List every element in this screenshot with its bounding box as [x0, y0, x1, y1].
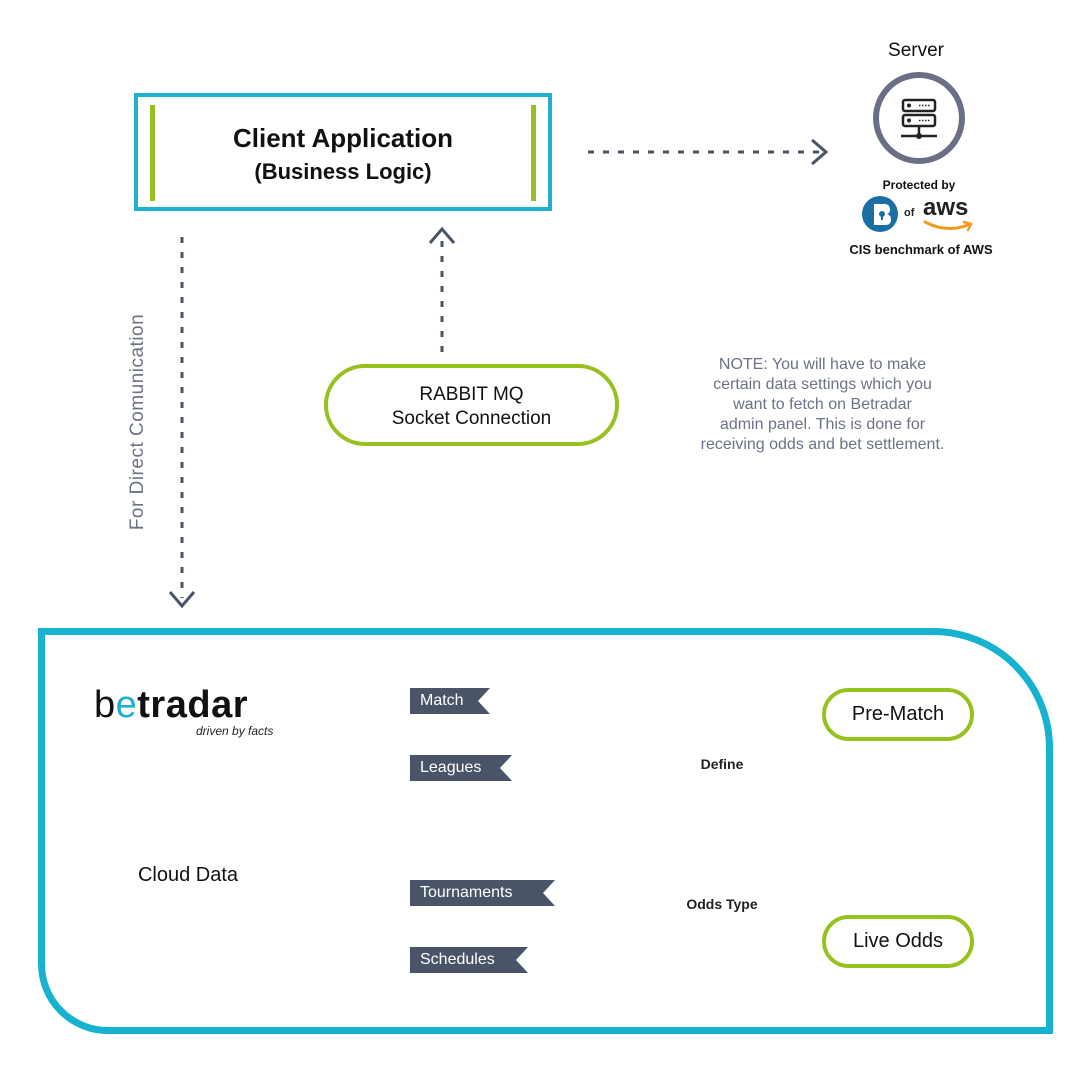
betradar-logo: betradar: [94, 684, 248, 727]
aws-logo-text: aws: [923, 194, 969, 221]
client-subtitle: (Business Logic): [254, 159, 432, 184]
logo-accent: e: [115, 684, 138, 726]
tag-leagues: Leagues: [410, 755, 512, 781]
define-label: Define: [700, 756, 744, 772]
direct-communication-label: For Direct Comunication: [127, 313, 148, 531]
of-label: of: [904, 207, 915, 219]
security-badge-icon: [862, 196, 898, 232]
note-line: admin panel. This is done for: [719, 416, 926, 433]
logo-prefix: b: [94, 684, 116, 726]
client-application-box: Client Application (Business Logic): [134, 93, 552, 211]
rabbit-client-arrow: [428, 226, 456, 352]
rabbit-mq-subtitle: Socket Connection: [391, 408, 552, 429]
direct-communication-arrow: [168, 237, 196, 609]
right-accent-bar: [531, 105, 536, 201]
betradar-tagline: driven by facts: [196, 724, 274, 738]
rabbit-mq-title: RABBIT MQ: [419, 384, 524, 405]
odds-type-label: Odds Type: [686, 896, 758, 912]
logo-rest: tradar: [137, 684, 248, 726]
cis-benchmark-label: CIS benchmark of AWS: [849, 242, 993, 257]
left-accent-bar: [150, 105, 155, 201]
note-line: receiving odds and bet settlement.: [700, 436, 945, 453]
client-server-arrow: [588, 138, 829, 166]
note-line: NOTE: You will have to make: [718, 356, 927, 373]
note-line: certain data settings which you: [713, 376, 932, 393]
protected-by-label: Protected by: [882, 178, 956, 192]
aws-smile-icon: [923, 220, 973, 232]
cloud-data-label: Cloud Data: [137, 864, 239, 886]
server-label: Server: [888, 40, 944, 61]
tag-match: Match: [410, 688, 490, 714]
note-text: NOTE: You will have to make certain data…: [660, 355, 985, 455]
tag-schedules: Schedules: [410, 947, 528, 973]
tag-tournaments: Tournaments: [410, 880, 555, 906]
note-line: want to fetch on Betradar: [733, 396, 912, 413]
server-circle: [873, 72, 965, 164]
client-title: Client Application: [232, 123, 454, 153]
pre-match-pill: Pre-Match: [822, 688, 974, 741]
server-icon: [901, 98, 937, 139]
rabbit-mq-pill: RABBIT MQ Socket Connection: [324, 364, 619, 446]
live-odds-pill: Live Odds: [822, 915, 974, 968]
